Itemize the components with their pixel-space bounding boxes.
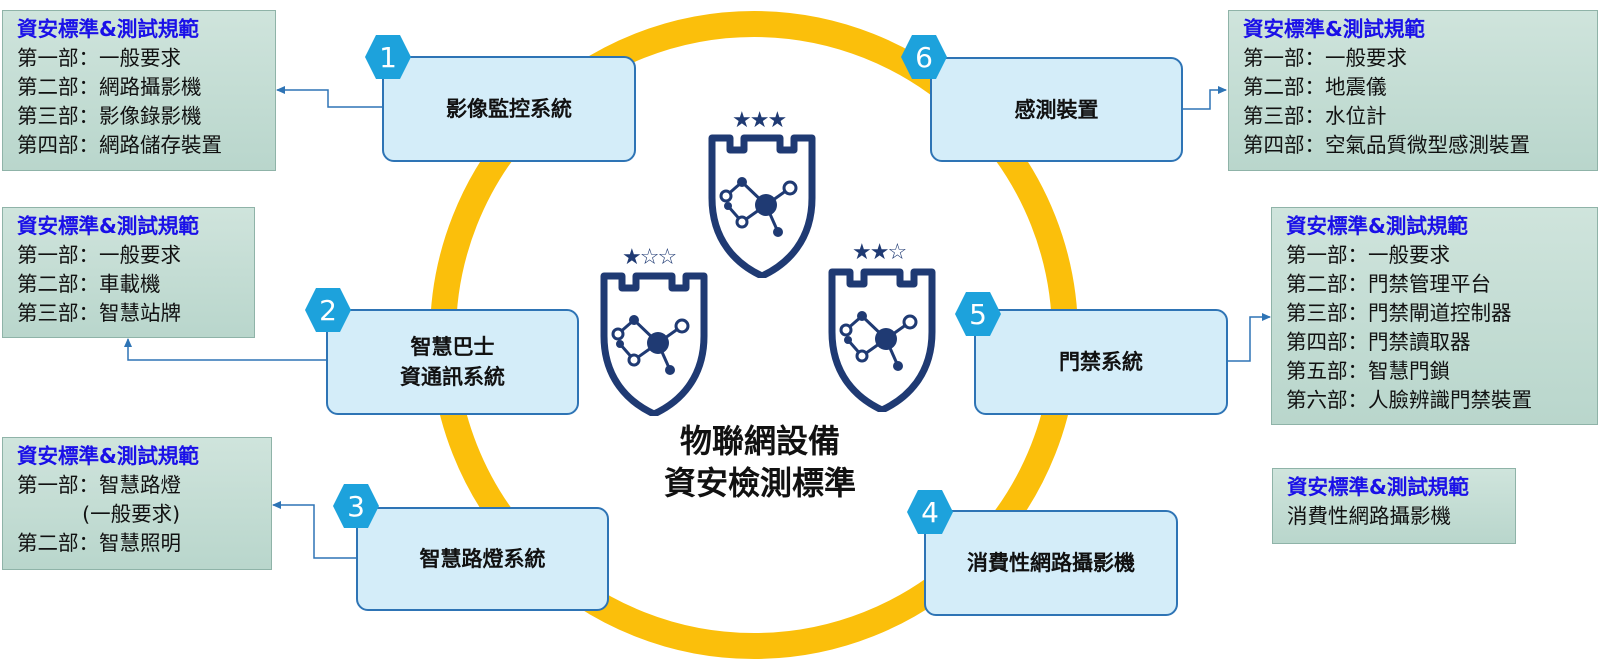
number-badge-3: 3 [332, 482, 380, 530]
connector-5 [1228, 313, 1271, 362]
spec-box-2: 資安標準&測試規範 第一部：一般要求 第二部：車載機 第三部：智慧站牌 [2, 207, 255, 338]
number-badge-2: 2 [304, 286, 352, 334]
spec-line: 第一部：智慧路燈 [17, 473, 181, 497]
shield-network-icon [708, 134, 816, 278]
spec-title: 資安標準&測試規範 [1243, 17, 1425, 41]
system-label: 智慧巴士 資通訊系統 [400, 335, 505, 389]
shield-network-icon [600, 272, 708, 416]
system-label: 消費性網路攝影機 [967, 551, 1135, 575]
spec-box-4: 資安標準&測試規範 消費性網路攝影機 [1272, 468, 1516, 544]
system-label: 影像監控系統 [446, 97, 572, 121]
system-box-sensor: 感測裝置 [930, 57, 1183, 162]
spec-line: 第二部：網路攝影機 [17, 75, 202, 99]
spec-line: 第一部：一般要求 [1243, 46, 1407, 70]
number-badge-5: 5 [954, 290, 1002, 338]
spec-line: 第二部：智慧照明 [17, 531, 181, 555]
system-box-video-surveillance: 影像監控系統 [382, 56, 636, 162]
number-badge-6: 6 [900, 33, 948, 81]
spec-line: 第三部：影像錄影機 [17, 104, 202, 128]
spec-line: (一般要求) [17, 502, 181, 526]
spec-line: 第三部：水位計 [1243, 104, 1387, 128]
center-title-line: 資安檢測標準 [663, 464, 856, 502]
spec-line: 第六部：人臉辨識門禁裝置 [1286, 388, 1532, 412]
system-box-smart-streetlight: 智慧路燈系統 [356, 507, 609, 611]
stars-rating-icon: ★☆☆ [622, 245, 677, 270]
system-box-consumer-ipcam: 消費性網路攝影機 [924, 510, 1178, 616]
connector-3 [272, 501, 356, 559]
spec-line: 第五部：智慧門鎖 [1286, 359, 1450, 383]
spec-title: 資安標準&測試規範 [17, 214, 199, 238]
spec-line: 第三部：智慧站牌 [17, 301, 181, 325]
spec-line: 第四部：門禁讀取器 [1286, 330, 1471, 354]
system-box-smart-bus: 智慧巴士 資通訊系統 [326, 309, 579, 415]
spec-line: 第二部：地震儀 [1243, 75, 1387, 99]
spec-title: 資安標準&測試規範 [17, 444, 199, 468]
spec-box-5: 資安標準&測試規範 第一部：一般要求 第二部：門禁管理平台 第三部：門禁閘道控制… [1271, 207, 1598, 425]
spec-line: 消費性網路攝影機 [1287, 504, 1451, 528]
spec-line: 第一部：一般要求 [17, 46, 181, 70]
spec-title: 資安標準&測試規範 [17, 17, 199, 41]
connector-6 [1183, 86, 1227, 110]
spec-box-3: 資安標準&測試規範 第一部：智慧路燈 (一般要求) 第二部：智慧照明 [2, 437, 272, 570]
center-title: 物聯網設備 資安檢測標準 [640, 420, 880, 504]
shield-network-icon [828, 268, 936, 412]
spec-line: 第二部：車載機 [17, 272, 161, 296]
spec-line: 第一部：一般要求 [17, 243, 181, 267]
system-label: 感測裝置 [1014, 97, 1099, 122]
stars-rating-icon: ★★☆ [852, 240, 907, 265]
spec-line: 第四部：空氣品質微型感測裝置 [1243, 133, 1530, 157]
system-label: 門禁系統 [1059, 350, 1143, 374]
center-title-line: 物聯網設備 [679, 422, 840, 460]
number-badge-4: 4 [906, 488, 954, 536]
spec-title: 資安標準&測試規範 [1286, 214, 1468, 238]
spec-line: 第四部：網路儲存裝置 [17, 133, 222, 157]
spec-line: 第一部：一般要求 [1286, 243, 1450, 267]
system-label: 智慧路燈系統 [419, 547, 546, 571]
spec-line: 第三部：門禁閘道控制器 [1286, 301, 1512, 325]
system-box-access-control: 門禁系統 [974, 309, 1228, 415]
number-badge-1: 1 [364, 33, 412, 81]
connector-2 [124, 338, 326, 361]
spec-box-6: 資安標準&測試規範 第一部：一般要求 第二部：地震儀 第三部：水位計 第四部：空… [1228, 10, 1598, 171]
connector-1 [276, 86, 382, 108]
stars-rating-icon: ★★★ [732, 108, 787, 133]
spec-line: 第二部：門禁管理平台 [1286, 272, 1491, 296]
spec-title: 資安標準&測試規範 [1287, 475, 1469, 499]
spec-box-1: 資安標準&測試規範 第一部：一般要求 第二部：網路攝影機 第三部：影像錄影機 第… [2, 10, 276, 171]
